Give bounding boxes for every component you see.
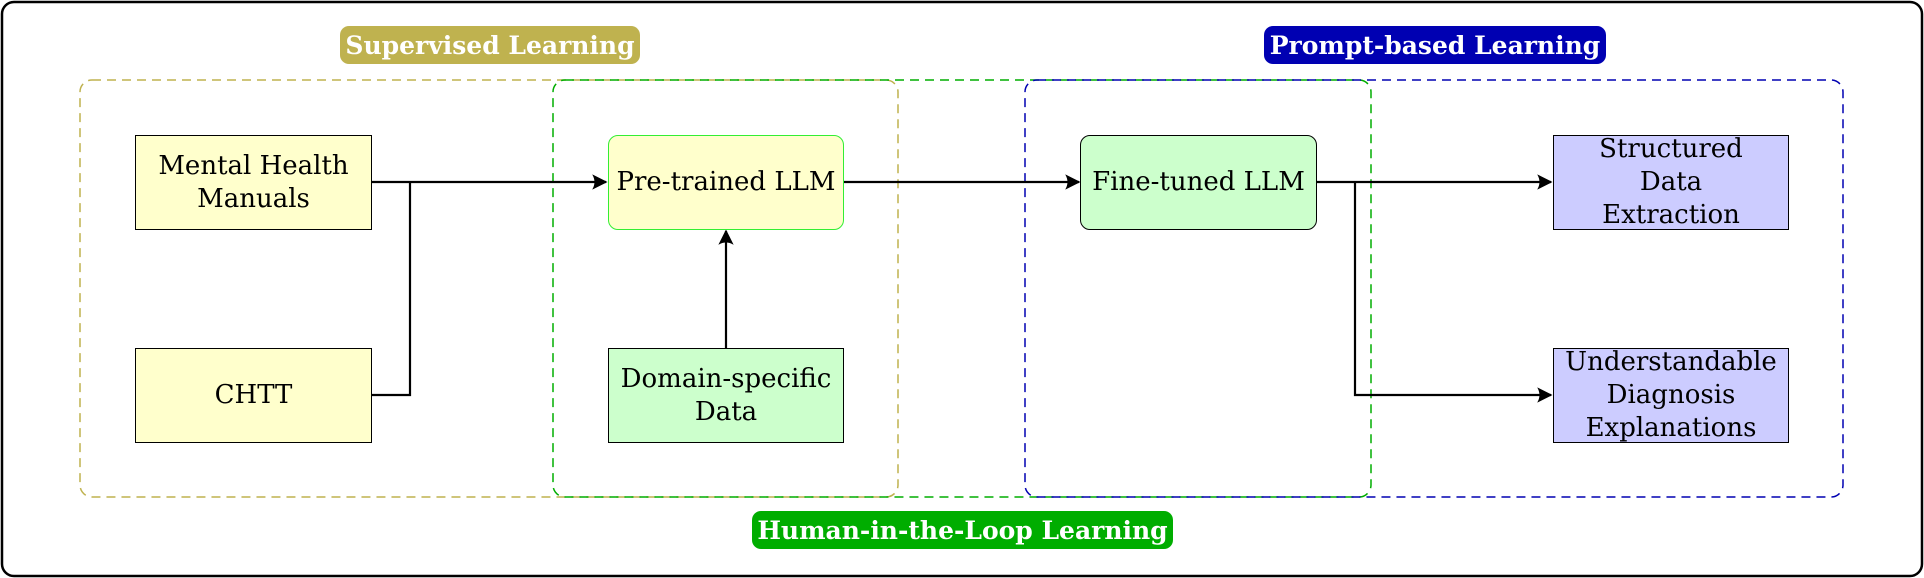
- supervised-learning-region: [79, 79, 899, 498]
- arrow-finetuned-to-diagnosis: [1353, 182, 1553, 403]
- domain-specific-data-node: Domain-specific Data: [608, 348, 844, 443]
- chtt-node: CHTT: [135, 348, 372, 443]
- human-in-the-loop-region: [552, 79, 1372, 498]
- structured-data-extraction-node: Structured Data Extraction: [1553, 134, 1789, 230]
- prompt-based-learning-label: Prompt-based Learning: [1264, 26, 1606, 64]
- supervised-learning-label: Supervised Learning: [340, 26, 640, 64]
- understandable-diagnosis-explanations-node: Understandable Diagnosis Explanations: [1553, 347, 1789, 443]
- finetuned-llm-node: Fine-tuned LLM: [1080, 135, 1317, 230]
- pretrained-llm-node: Pre-trained LLM: [608, 135, 844, 230]
- connector-chtt-to-junction: [372, 182, 412, 397]
- mental-health-manuals-node: Mental Health Manuals: [135, 135, 372, 230]
- human-in-the-loop-label: Human-in-the-Loop Learning: [752, 511, 1173, 549]
- prompt-based-learning-region: [1024, 79, 1844, 498]
